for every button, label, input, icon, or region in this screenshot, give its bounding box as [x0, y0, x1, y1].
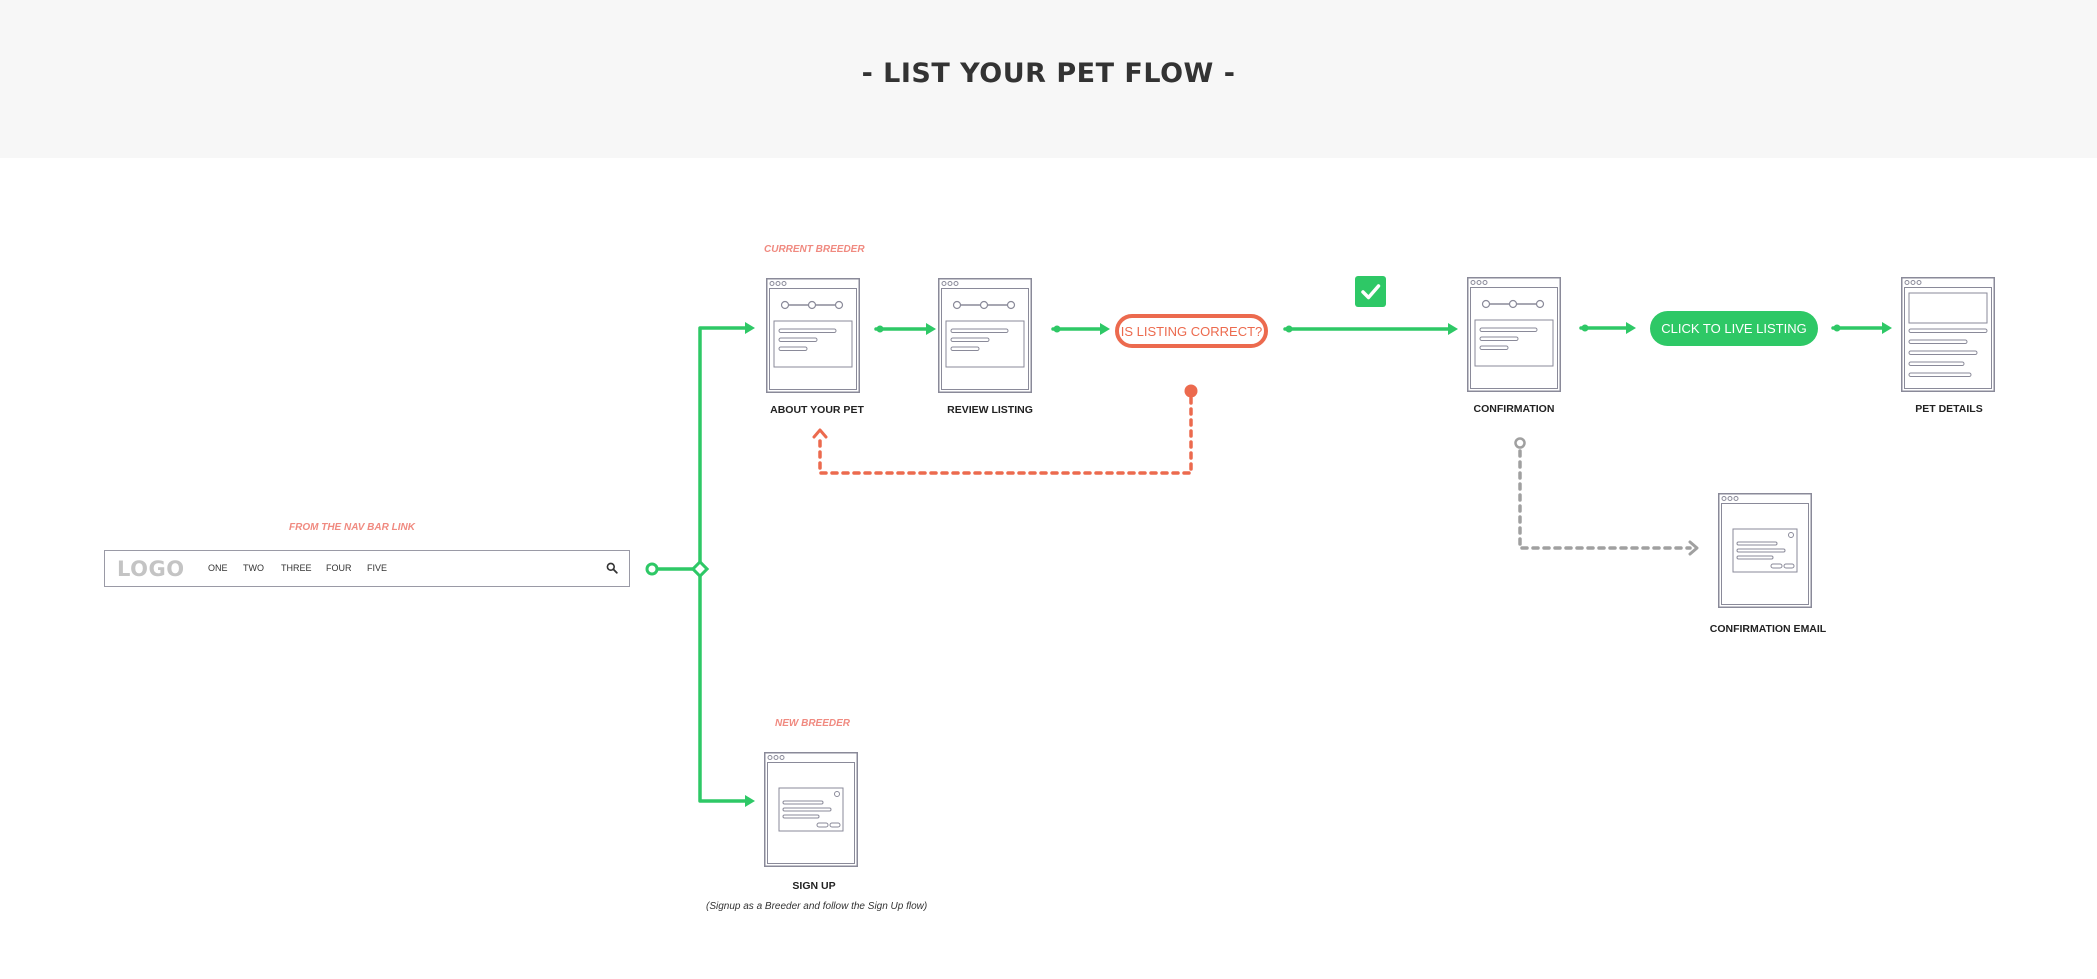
nav-item-five[interactable]: FIVE: [367, 563, 388, 573]
green-arrowheads: [745, 322, 1892, 807]
confirmation-email-wireframe: [1718, 493, 1812, 608]
click-to-live-listing-button[interactable]: CLICK TO LIVE LISTING: [1650, 311, 1818, 346]
search-icon[interactable]: [606, 562, 618, 574]
sign-up-wireframe: [764, 752, 858, 867]
nav-start-node: [645, 562, 659, 576]
about-your-pet-wireframe: [766, 278, 860, 393]
current-breeder-note: CURRENT BREEDER: [764, 244, 865, 255]
pet-details-label: PET DETAILS: [1915, 403, 1983, 415]
nav-item-three[interactable]: THREE: [281, 563, 312, 573]
page-title: - LIST YOUR PET FLOW -: [861, 58, 1236, 89]
logo: LOGO: [117, 557, 185, 581]
retry-start-dot: [1184, 384, 1198, 398]
flow-dot: [1581, 324, 1589, 332]
review-listing-label: REVIEW LISTING: [947, 404, 1033, 416]
retry-loop-line: [818, 396, 1193, 475]
nav-item-one[interactable]: ONE: [208, 563, 228, 573]
green-connectors: [654, 326, 1886, 803]
new-breeder-note: NEW BREEDER: [775, 718, 851, 729]
confirmation-label: CONFIRMATION: [1473, 403, 1555, 415]
header-band: [0, 0, 2097, 158]
navbar-wireframe: LOGO ONE TWO THREE FOUR FIVE: [104, 550, 630, 587]
check-icon: [1355, 276, 1386, 307]
flow-dot: [1053, 325, 1061, 333]
confirmation-wireframe: [1467, 277, 1561, 392]
about-your-pet-label: ABOUT YOUR PET: [770, 404, 864, 416]
review-listing-wireframe: [938, 278, 1032, 393]
sign-up-label: SIGN UP: [792, 880, 836, 892]
flow-dot: [876, 325, 884, 333]
nav-item-four[interactable]: FOUR: [326, 563, 352, 573]
email-branch-node: [1514, 437, 1526, 449]
retry-arrowhead: [812, 428, 828, 439]
email-branch-line: [1518, 449, 1692, 550]
flow-dot: [1833, 324, 1841, 332]
sign-up-note: (Signup as a Breeder and follow the Sign…: [706, 901, 928, 912]
flow-dot: [1285, 325, 1293, 333]
email-branch-arrowhead: [1688, 540, 1699, 556]
nav-bar-note: FROM THE NAV BAR LINK: [289, 522, 415, 533]
split-node: [690, 559, 710, 579]
confirmation-email-label: CONFIRMATION EMAIL: [1709, 623, 1827, 635]
listing-correct-decision: IS LISTING CORRECT?: [1115, 314, 1268, 348]
nav-item-two[interactable]: TWO: [243, 563, 264, 573]
pet-details-wireframe: [1901, 277, 1995, 392]
